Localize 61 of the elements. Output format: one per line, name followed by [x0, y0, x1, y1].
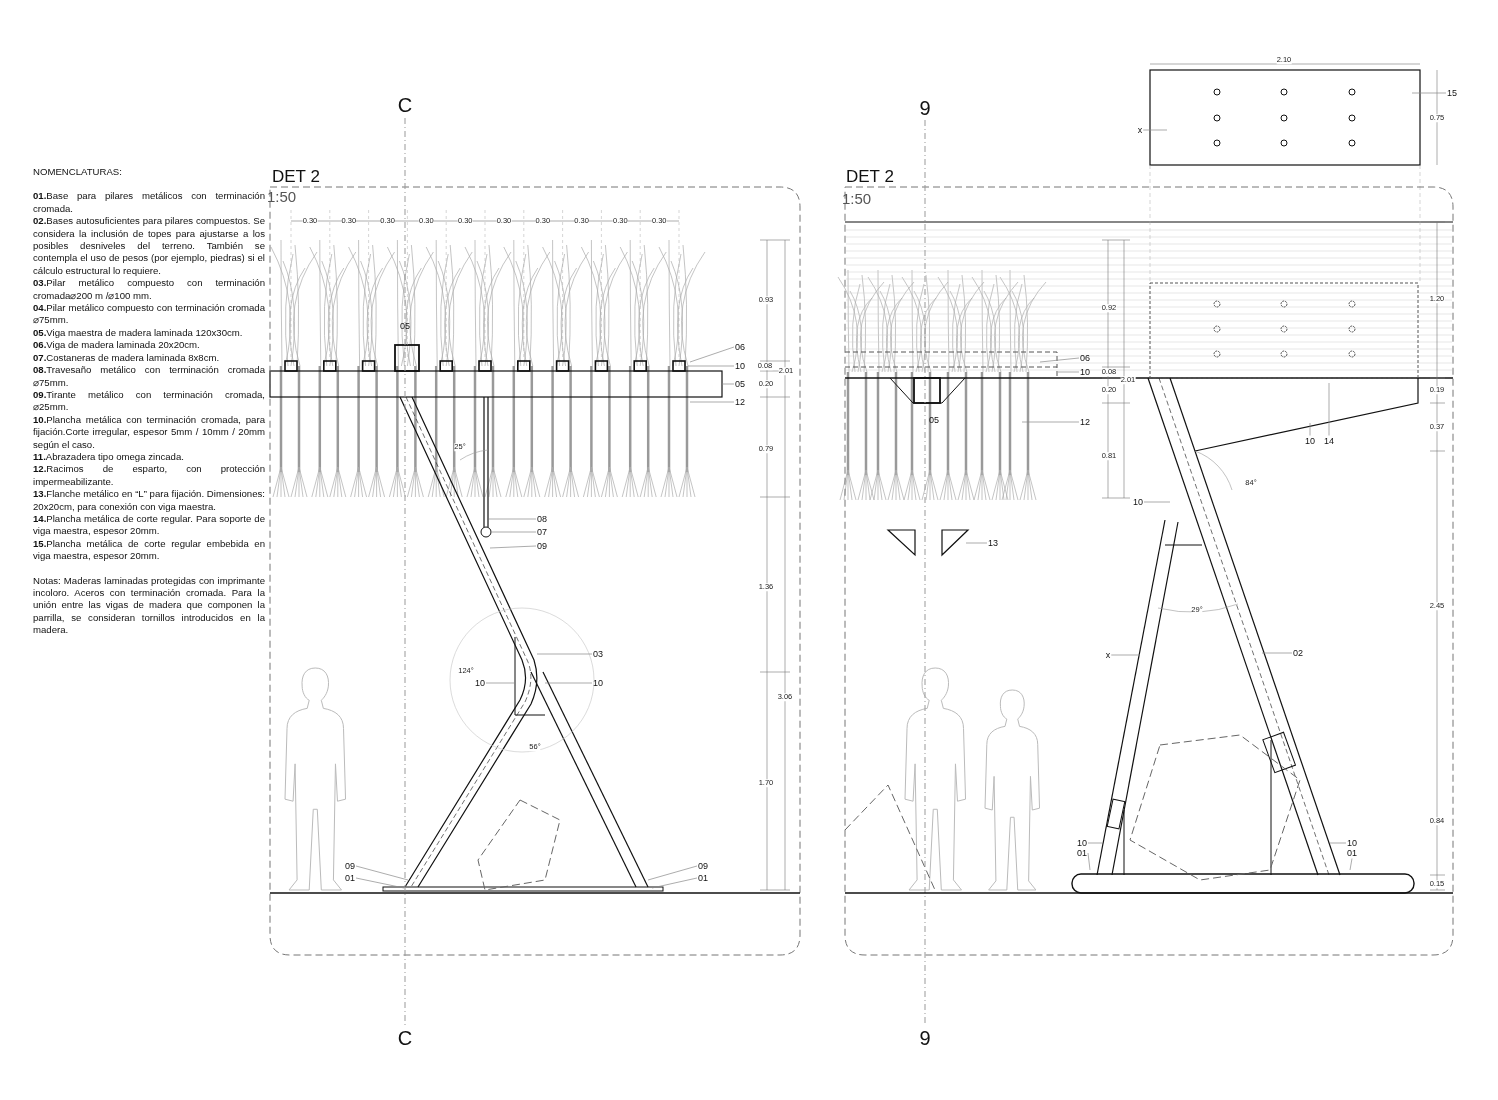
nomenclature-entry: 07.Costaneras de madera laminada 8x8cm.	[33, 351, 221, 365]
scale-label: 1:50	[842, 190, 872, 206]
leader-line	[536, 653, 593, 655]
leader-line	[1349, 858, 1353, 871]
nomenclature-entry: 14.Plancha metálica de corte regular. Para soporte de viga maestra, espesor 20mm.	[33, 512, 265, 538]
elevation-drawing	[269, 239, 723, 892]
leader-line	[1142, 129, 1168, 131]
nomenclature-entry: 05.Viga maestra de madera laminada 120x30cm.	[33, 326, 244, 340]
callout-number: 05	[400, 321, 410, 331]
callout-number: 05	[929, 415, 939, 425]
leader-line	[355, 865, 409, 881]
leader-line	[689, 401, 735, 403]
leader-line	[687, 365, 735, 367]
leader-line	[491, 531, 537, 533]
callout-number: 05	[735, 379, 745, 389]
nomenclature-entry: 09.Tirante metálico con terminación cromada, ⌀25mm.	[33, 388, 265, 414]
nomenclature-entry: 03.Pilar metálico compuesto con terminación cromada⌀200 m /⌀100 mm.	[33, 277, 265, 303]
leader-line	[1039, 357, 1080, 363]
nomenclature-entry: 06.Viga de madera laminada 20x20cm.	[33, 339, 201, 352]
callout-number: x	[1105, 650, 1111, 660]
section-marker: C	[397, 1028, 413, 1048]
leader-line	[651, 877, 698, 889]
leader-line	[1143, 501, 1171, 503]
heading: NOMENCLATURAS:	[33, 166, 123, 179]
nomenclature-entry: 01.Base para pilares metálicos con terminación cromada.	[33, 190, 265, 216]
leader-line	[647, 865, 698, 881]
leader-line	[689, 346, 735, 363]
callout-number: 06	[735, 342, 745, 352]
leader-line	[488, 518, 537, 520]
leader-line	[721, 383, 735, 385]
nomenclature-entry: 08.Travesaño metálico con terminación cromada ⌀75mm.	[33, 364, 265, 389]
leader-line	[1110, 654, 1141, 656]
leader-line	[489, 545, 537, 549]
section-marker: 9	[919, 1028, 931, 1048]
leader-line	[485, 682, 517, 684]
leader-line	[544, 682, 593, 684]
leader-line	[1021, 421, 1080, 423]
callout-number: 10	[735, 361, 745, 371]
leader-line	[1328, 382, 1330, 436]
leader-line	[1087, 842, 1103, 844]
leader-line	[1309, 422, 1311, 436]
section-marker: C	[397, 95, 413, 115]
nomenclature-entry: 02.Bases autosuficientes para pilares compuestos. Se considera la inclusión de topes para ajustarse a los posibles desniveles del terreno. También se contempla el uso de pesos (por ejemplo, piedras) si el cálculo estructural lo requiere.	[33, 215, 265, 278]
leader-line	[1329, 842, 1347, 844]
notes-paragraph: Notas: Maderas laminadas protegidas con imprimante incoloro. Aceros con terminación cromada. Para la unión entre las vigas de madera que componen la parrilla, se consideran tornillos introducidos en la madera.	[33, 574, 265, 637]
leader-line	[965, 542, 988, 544]
leader-line	[355, 877, 405, 889]
nomenclature-entry: 11.Abrazadera tipo omega zincada.	[33, 450, 185, 464]
nomenclature-entry: 10.Plancha metálica con terminación cromada, para fijación.Corte irregular, espesor 5mm / 10mm / 20mm según el caso.	[33, 413, 265, 451]
detail-title: DET 2	[846, 167, 894, 185]
nomenclature-entry: 04.Pilar metálico compuesto con terminación cromada ⌀75mm.	[33, 302, 265, 327]
detail-title: DET 2	[272, 167, 320, 185]
leader-line	[1087, 852, 1091, 871]
callout-number: 15	[1447, 88, 1457, 98]
nomenclature-entry: 15.Plancha metálica de corte regular embebida en viga maestra, espesor 20mm.	[33, 537, 265, 563]
callout-number: x	[1137, 125, 1143, 135]
scale-label: 1:50	[267, 188, 297, 204]
leader-line	[1411, 92, 1447, 94]
callout-number: 12	[735, 397, 745, 407]
section-marker: 9	[919, 98, 931, 118]
leader-line	[1261, 652, 1293, 654]
